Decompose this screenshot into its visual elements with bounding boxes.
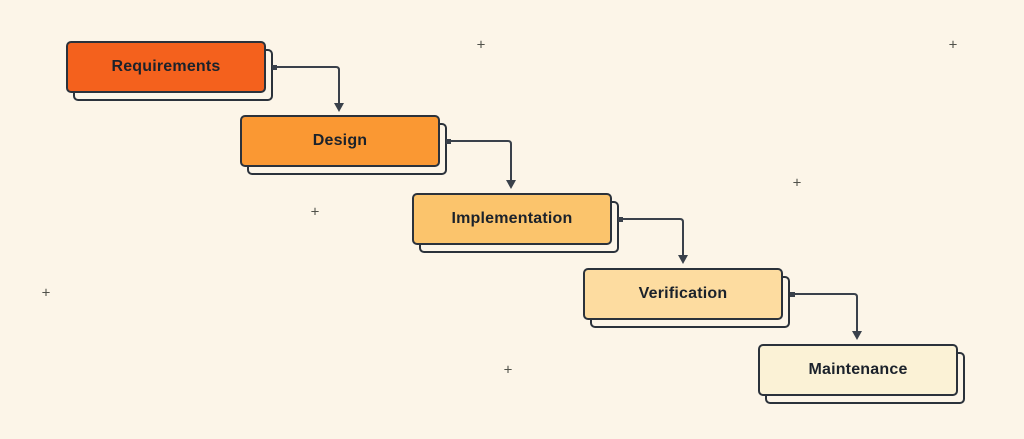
plus-decoration-icon: + [41,284,51,302]
arrow-design-to-implementation [446,139,516,189]
stage-label: Maintenance [808,361,908,378]
arrowhead-down-icon [678,255,688,264]
stage-verification: Verification [583,268,790,328]
stage-label: Requirements [111,58,221,75]
arrow-line [792,293,858,332]
stage-card: Implementation [412,193,612,245]
arrow-verification-to-maintenance [790,292,862,340]
stage-requirements: Requirements [66,41,273,101]
stage-design: Design [240,115,447,175]
arrowhead-down-icon [852,331,862,340]
stage-label: Design [312,132,368,149]
plus-decoration-icon: + [503,361,513,379]
arrow-requirements-to-design [272,65,344,112]
stage-card: Maintenance [758,344,958,396]
plus-decoration-icon: + [948,36,958,54]
stage-implementation: Implementation [412,193,619,253]
plus-decoration-icon: + [476,36,486,54]
arrow-implementation-to-verification [618,217,688,264]
arrowhead-down-icon [506,180,516,189]
stage-card: Requirements [66,41,266,93]
arrow-line [274,66,340,104]
stage-card: Design [240,115,440,167]
stage-label: Verification [638,285,728,302]
arrow-line [620,218,684,256]
arrow-line [448,140,512,181]
arrowhead-down-icon [334,103,344,112]
plus-decoration-icon: + [792,174,802,192]
stage-card: Verification [583,268,783,320]
arrow-start-dot [790,292,795,297]
stage-maintenance: Maintenance [758,344,965,404]
stage-label: Implementation [451,210,573,227]
plus-decoration-icon: + [310,203,320,221]
